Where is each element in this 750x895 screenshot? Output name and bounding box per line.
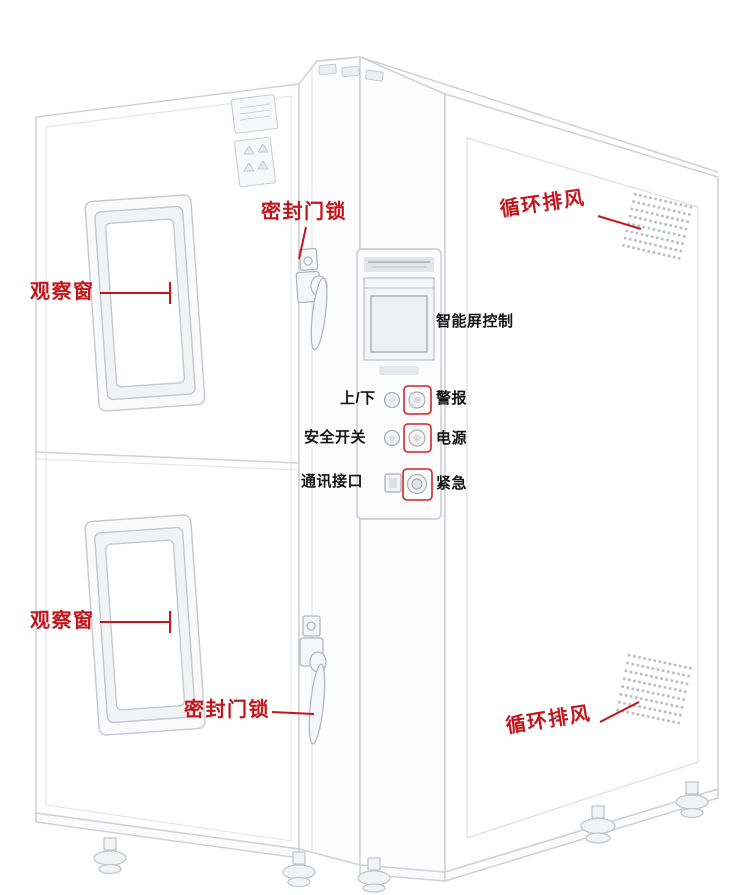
leader-vent-lower [599, 701, 640, 723]
leader-observation-window-lower [100, 611, 171, 633]
label-communication-port: 通讯接口 [301, 473, 364, 490]
button-row-safety-power [383, 429, 426, 447]
highlight-boxes [402, 385, 433, 501]
door-lock-upper-drawing [295, 247, 328, 351]
vent-grille-lower-drawing [616, 653, 693, 725]
label-alarm: 警报 [436, 390, 468, 407]
observation-window-lower-drawing [84, 514, 206, 736]
label-door-lock-lower: 密封门锁 [184, 699, 270, 721]
door-lock-lower-drawing [299, 615, 327, 745]
leader-lines [100, 215, 642, 723]
label-door-lock-upper: 密封门锁 [261, 201, 347, 223]
label-safety-switch: 安全开关 [304, 429, 367, 446]
label-power: 电源 [436, 430, 468, 447]
observation-window-upper-drawing [84, 194, 206, 412]
leader-door-lock-lower [271, 711, 315, 715]
leader-observation-window-upper [100, 282, 171, 304]
feet-drawing [93, 781, 709, 893]
leader-door-lock-upper [298, 226, 307, 260]
label-smart-screen-control: 智能屏控制 [436, 313, 514, 330]
label-observation-window-lower: 观察窗 [30, 610, 95, 632]
button-row-updown-alarm [383, 391, 426, 409]
label-up-down: 上/下 [340, 390, 376, 407]
leader-vent-upper [597, 215, 642, 230]
label-observation-window-upper: 观察窗 [30, 281, 95, 303]
control-panel-drawing [356, 248, 442, 520]
warning-stickers [230, 94, 279, 188]
label-emergency: 紧急 [436, 475, 468, 492]
button-row-comm-emergency [384, 473, 428, 495]
